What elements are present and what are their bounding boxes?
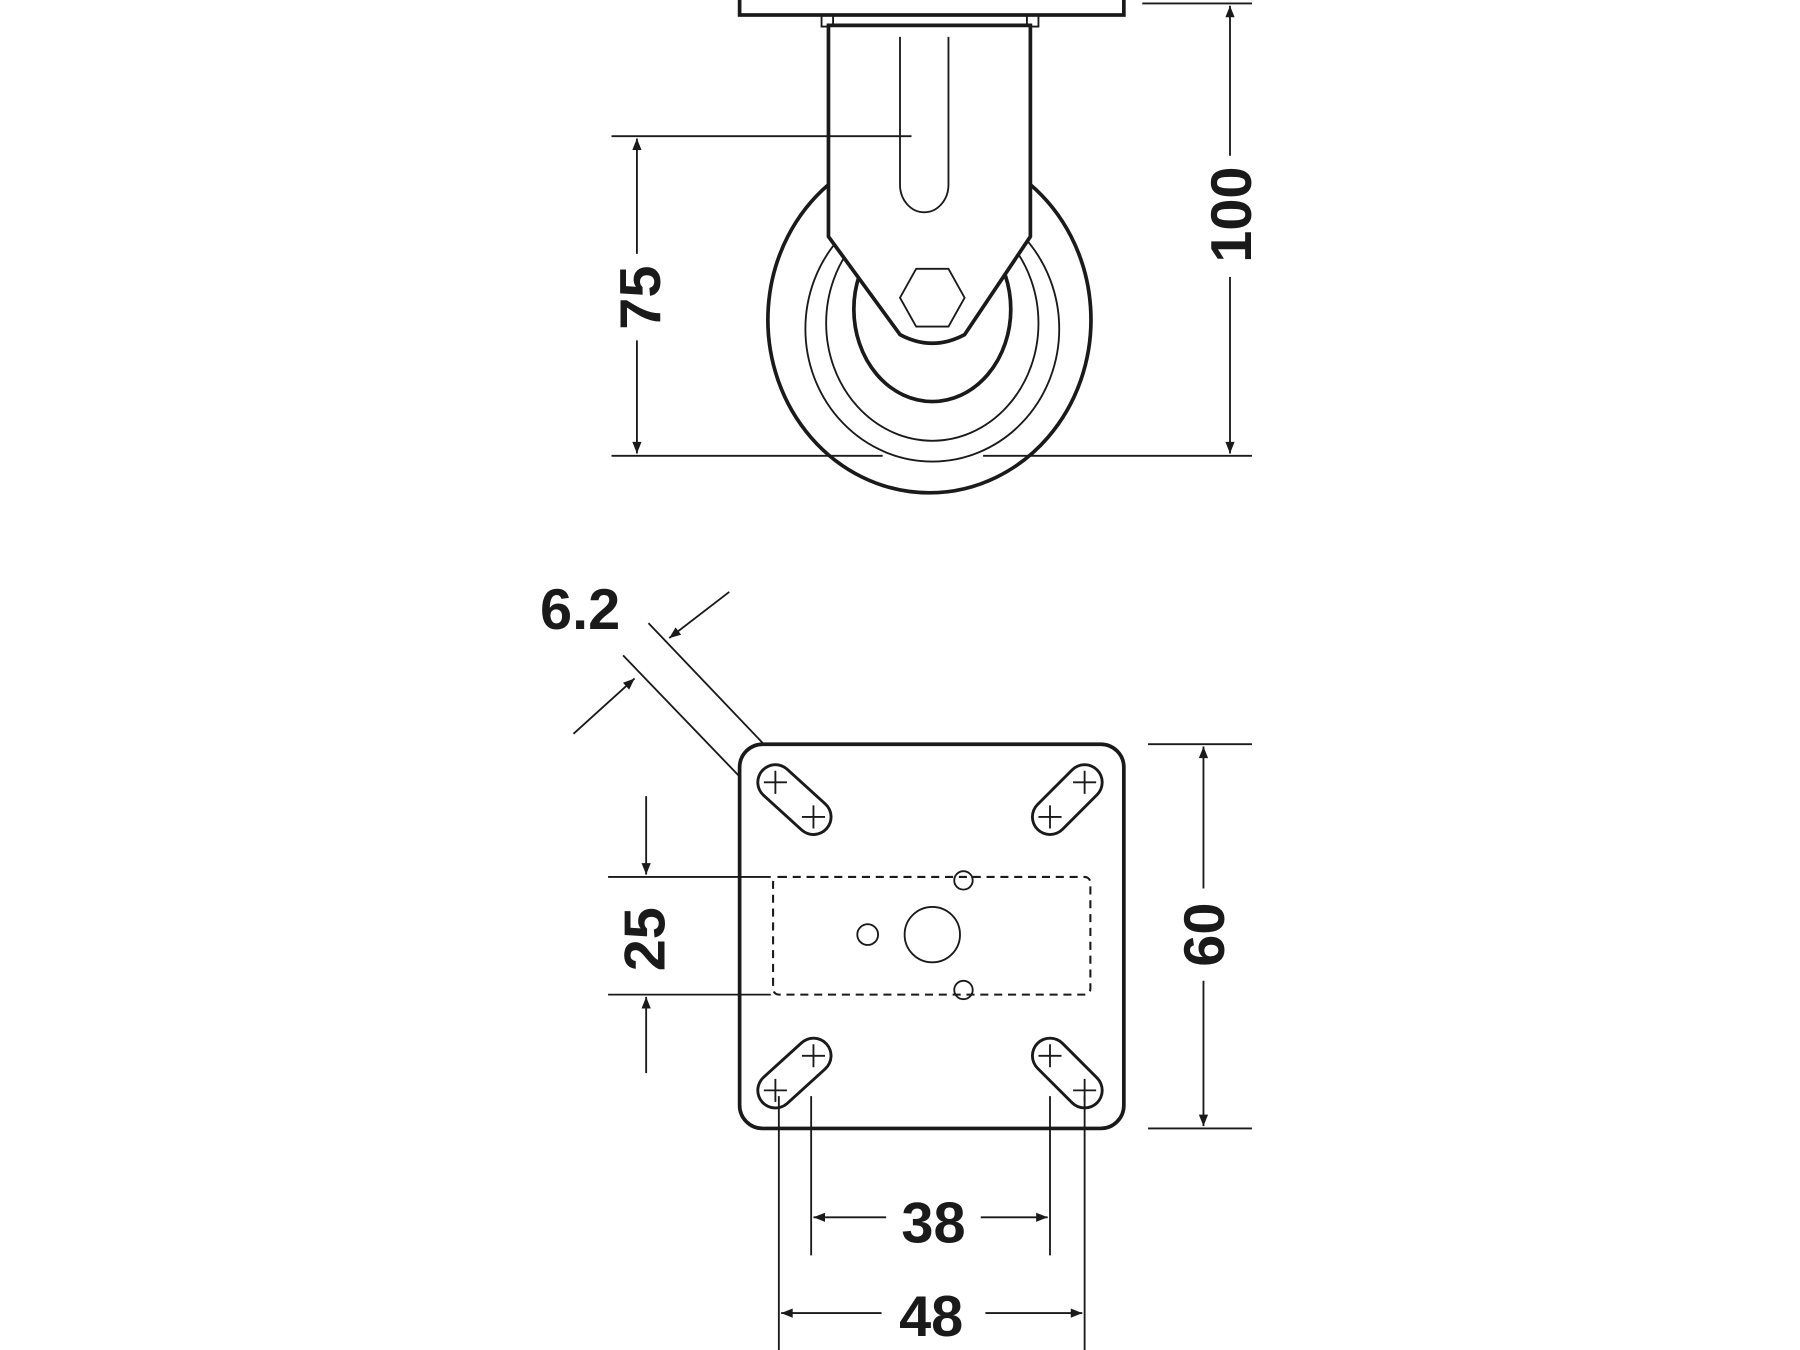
dimension-6-2-arrow-bottom [572, 677, 636, 735]
slot-bottom-right [1030, 1036, 1104, 1110]
side-view: 75 100 [609, 0, 1264, 495]
fork [826, 23, 1033, 346]
slot-top-right [1030, 763, 1104, 836]
mounting-plate [737, 0, 1126, 17]
dimension-75-label: 75 [609, 266, 673, 330]
dimension-6-2-arrow-top [668, 591, 730, 639]
dimension-48-label: 48 [899, 1285, 963, 1349]
fork-slot [899, 36, 950, 214]
wheel-outer [766, 183, 1093, 495]
dimension-38-label: 38 [901, 1192, 965, 1256]
rivet-hole-top [953, 870, 974, 891]
base-plate [737, 742, 1126, 1131]
dimension-100-label: 100 [1200, 166, 1264, 262]
dimension-6-2-label: 6.2 [540, 578, 620, 642]
axle-hex-nut-icon [898, 267, 966, 328]
slot-top-left [756, 763, 833, 836]
plate-tab-right [1026, 16, 1040, 28]
dimension-25-label: 25 [614, 907, 678, 971]
mounting-slots [756, 763, 1104, 1110]
plate-view: 6.2 25 60 38 48 [540, 578, 1252, 1350]
slot-bottom-left [756, 1036, 833, 1110]
rivet-hole-left [856, 923, 879, 946]
rivet-hole-bottom [953, 979, 974, 1001]
center-hole [903, 905, 961, 964]
dimension-60-label: 60 [1173, 903, 1237, 967]
fork-footprint-dashed [772, 875, 1092, 996]
